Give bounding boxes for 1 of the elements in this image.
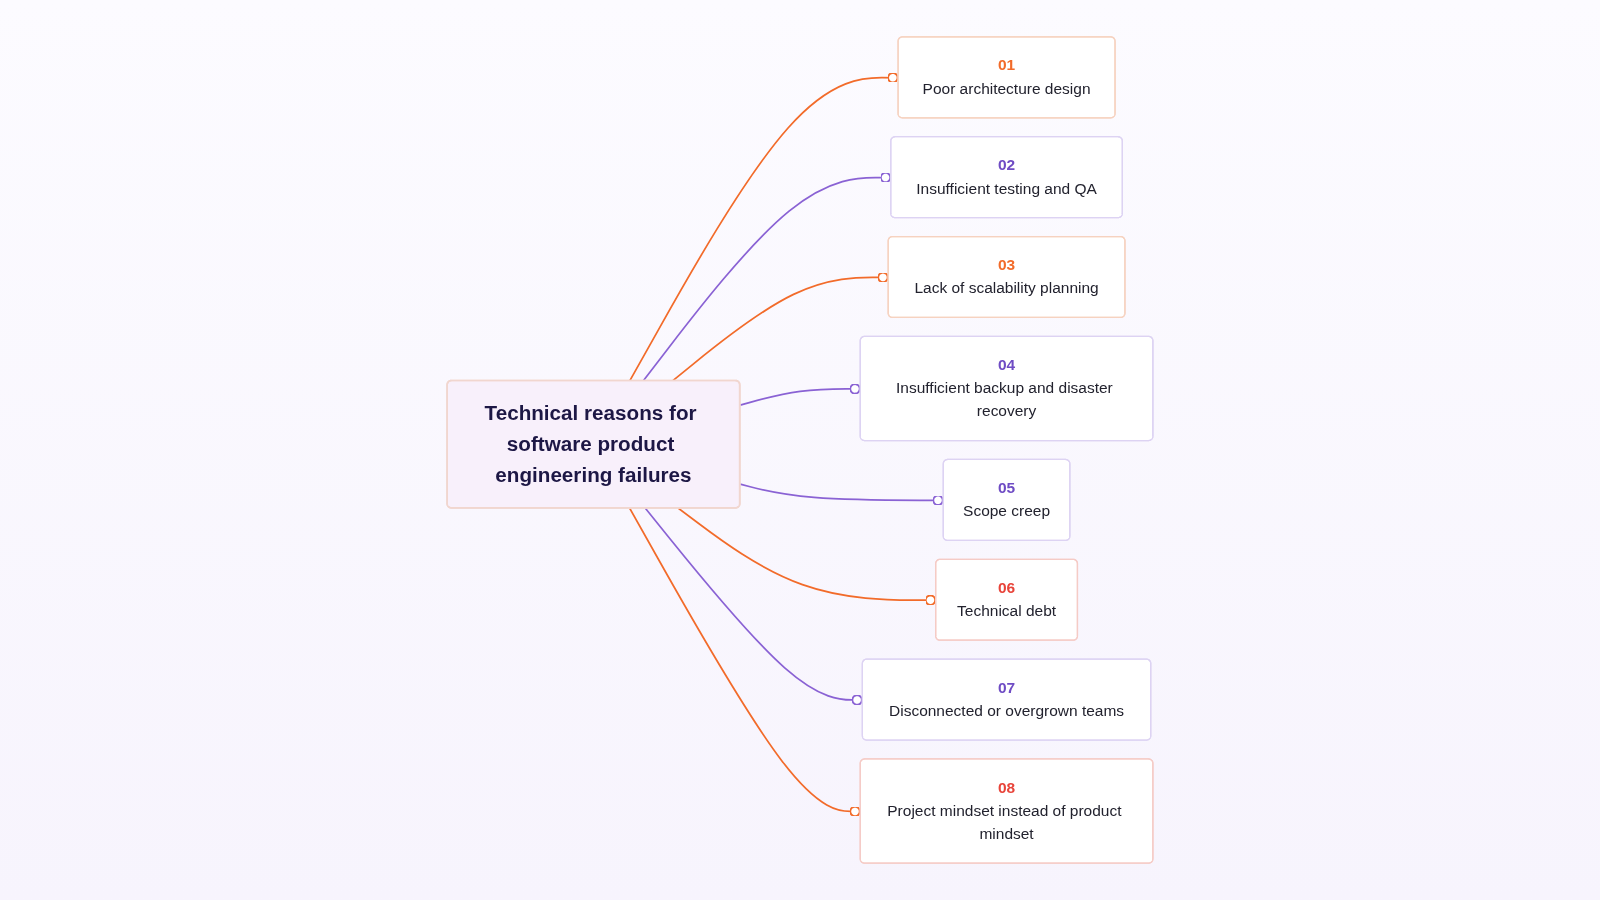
connector: [628, 507, 862, 818]
